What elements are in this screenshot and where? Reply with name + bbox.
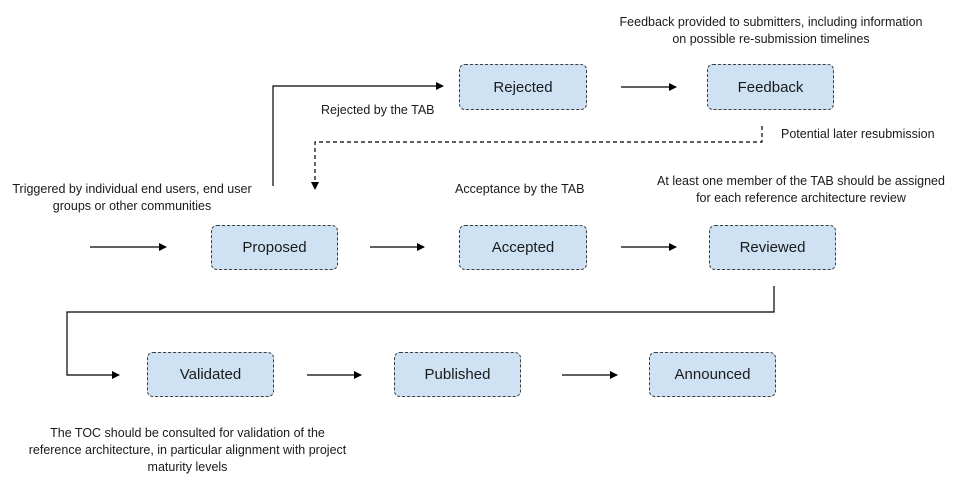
node-published: Published: [394, 352, 521, 397]
note-toc: The TOC should be consulted for validati…: [28, 426, 347, 474]
node-accepted: Accepted: [459, 225, 587, 270]
note-tab-member: At least one member of the TAB should be…: [657, 174, 945, 205]
note-feedback: Feedback provided to submitters, includi…: [619, 15, 923, 46]
node-reviewed: Reviewed: [709, 225, 836, 270]
note-resubmission: Potential later resubmission: [781, 127, 935, 141]
node-announced: Announced: [649, 352, 776, 397]
connector-reviewed-validated: [66, 286, 775, 379]
connector-resubmission: [311, 126, 763, 190]
node-proposed: Proposed: [211, 225, 338, 270]
node-rejected: Rejected: [459, 64, 587, 110]
node-validated: Validated: [147, 352, 274, 397]
note-triggered: Triggered by individual end users, end u…: [12, 182, 252, 213]
node-feedback: Feedback: [707, 64, 834, 110]
note-acceptance: Acceptance by the TAB: [455, 182, 585, 196]
note-rejected-by: Rejected by the TAB: [321, 103, 435, 117]
connector-proposed-rejected: [272, 82, 444, 186]
